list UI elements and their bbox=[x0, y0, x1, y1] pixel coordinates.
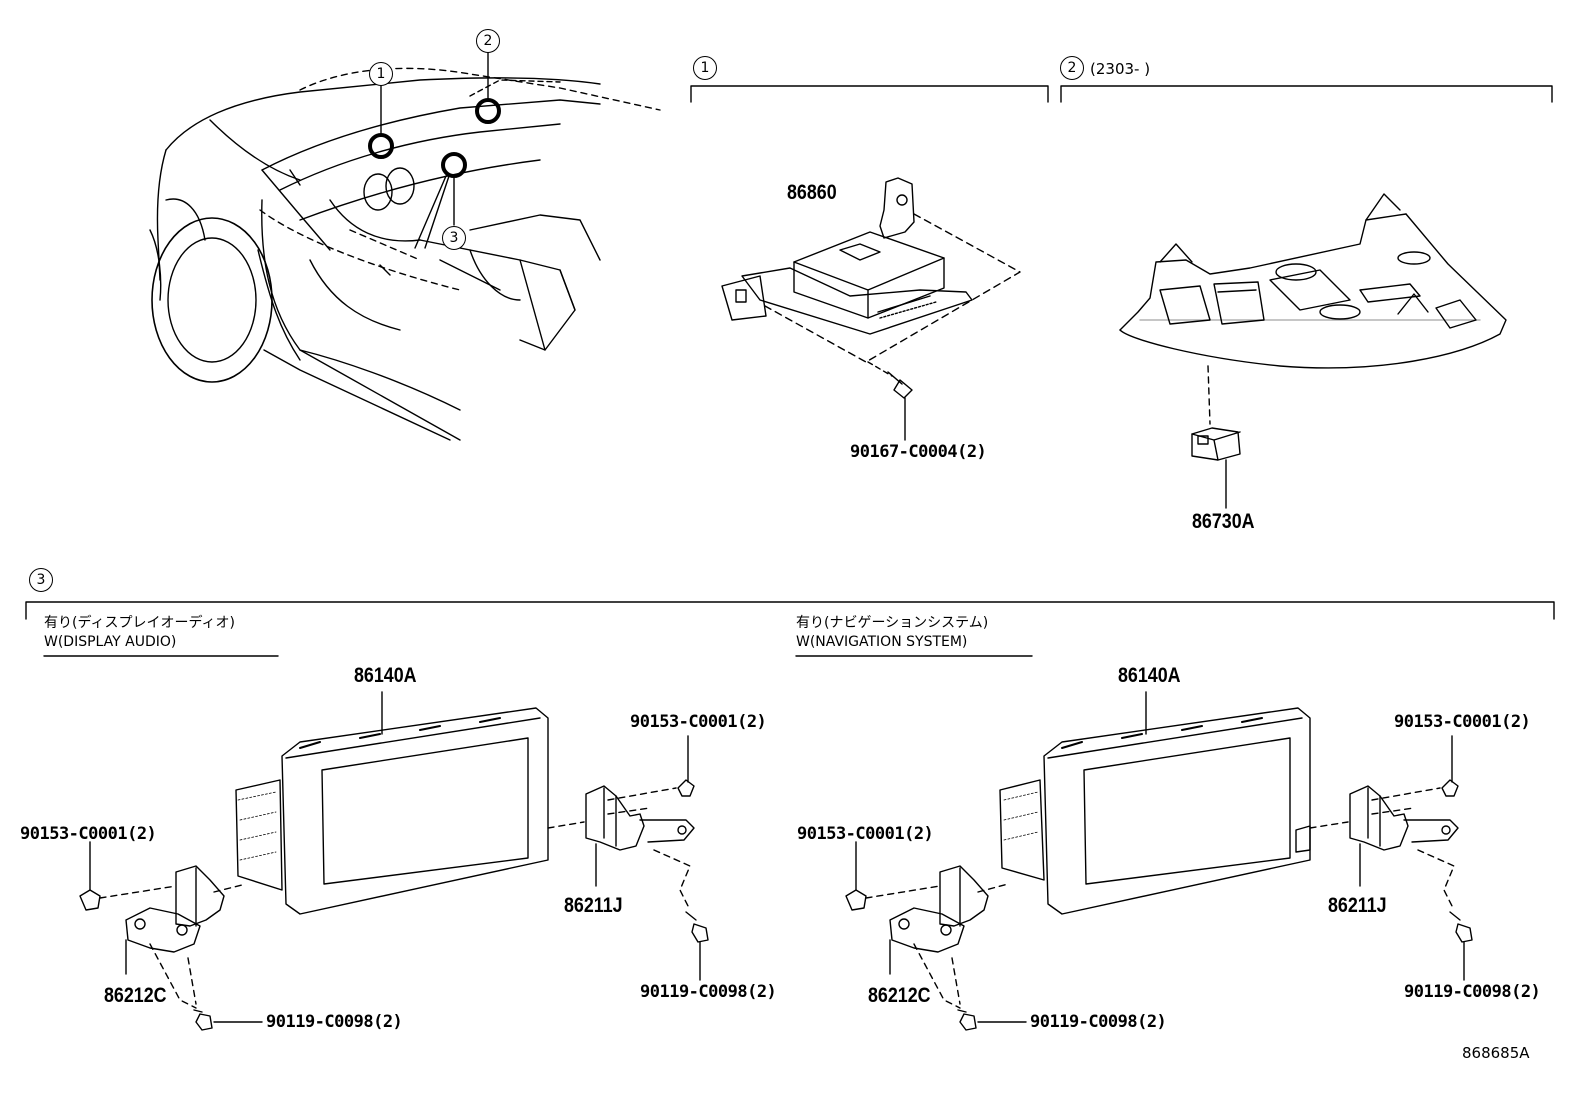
section-2-date-range: (2303- ) bbox=[1090, 60, 1151, 78]
callout-3-overview: 3 bbox=[442, 226, 466, 250]
part-90119-c0098-right-display-audio: 90119-C0098(2) bbox=[640, 982, 777, 1002]
section-1-bracket bbox=[690, 85, 1049, 103]
section-2-marker: 2 bbox=[1060, 56, 1084, 80]
part-86140a-navigation: 86140A bbox=[1118, 664, 1181, 687]
navigation-note-en: W(NAVIGATION SYSTEM) bbox=[796, 634, 968, 650]
navigation-note-jp: 有り(ナビゲーションシステム) bbox=[796, 615, 989, 631]
part-86212c-display-audio: 86212C bbox=[104, 984, 167, 1007]
display-audio-note-jp: 有り(ディスプレイオーディオ) bbox=[44, 615, 235, 631]
part-90119-c0098-bottom-navigation: 90119-C0098(2) bbox=[1030, 1012, 1167, 1032]
car-interior-illustration bbox=[149, 51, 661, 441]
part-90153-c0001-top-display-audio: 90153-C0001(2) bbox=[630, 712, 767, 732]
section-1-marker: 1 bbox=[693, 56, 717, 80]
part-90119-c0098-right-navigation: 90119-C0098(2) bbox=[1404, 982, 1541, 1002]
callout-1-overview: 1 bbox=[369, 62, 393, 86]
part-86860: 86860 bbox=[787, 181, 837, 204]
section-2-bracket bbox=[1060, 85, 1553, 103]
part-86212c-navigation: 86212C bbox=[868, 984, 931, 1007]
navigation-display-assembly bbox=[845, 691, 1473, 1031]
section-3-marker: 3 bbox=[29, 568, 53, 592]
part-90167-c0004: 90167-C0004(2) bbox=[850, 442, 987, 462]
part-90153-c0001-top-navigation: 90153-C0001(2) bbox=[1394, 712, 1531, 732]
display-audio-note-en: W(DISPLAY AUDIO) bbox=[44, 634, 177, 650]
section-3-bracket bbox=[25, 601, 1555, 657]
part-86140a-display-audio: 86140A bbox=[354, 664, 417, 687]
part-86211j-display-audio: 86211J bbox=[564, 894, 623, 917]
part-90153-c0001-side-display-audio: 90153-C0001(2) bbox=[20, 824, 157, 844]
part-90119-c0098-bottom-display-audio: 90119-C0098(2) bbox=[266, 1012, 403, 1032]
part-86211j-navigation: 86211J bbox=[1328, 894, 1387, 917]
callout-2-overview: 2 bbox=[476, 29, 500, 53]
part-86730a: 86730A bbox=[1192, 510, 1255, 533]
display-audio-assembly bbox=[79, 691, 709, 1031]
overhead-console-assembly bbox=[1119, 193, 1507, 509]
airbag-sensor-assembly bbox=[721, 177, 1021, 441]
diagram-id: 868685A bbox=[1462, 1044, 1530, 1062]
part-90153-c0001-side-navigation: 90153-C0001(2) bbox=[797, 824, 934, 844]
